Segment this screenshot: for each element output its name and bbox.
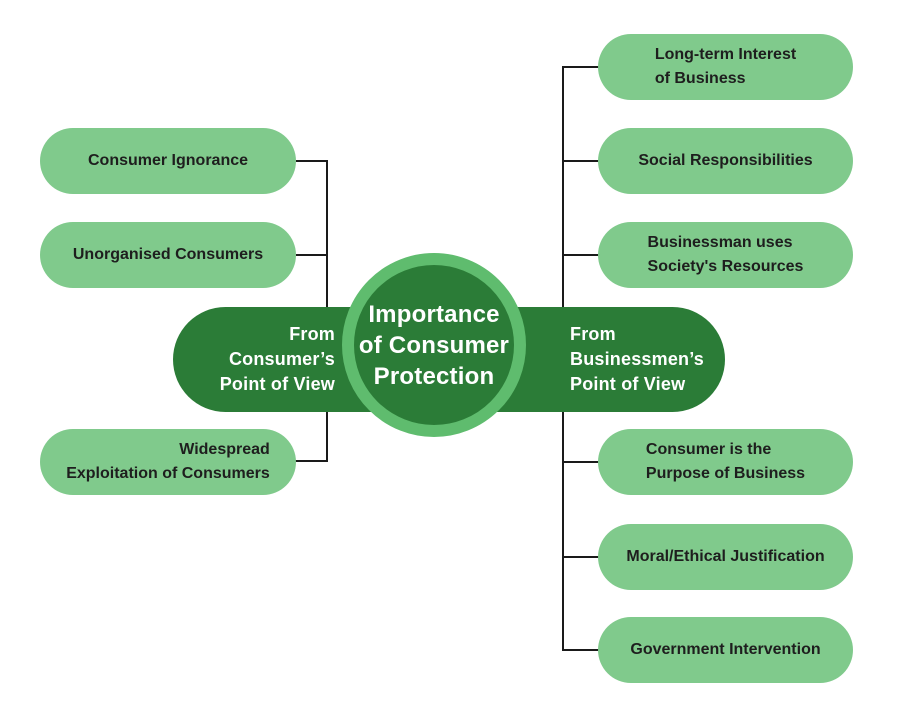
branch-label-line: From xyxy=(570,324,616,344)
pill-label-line: Consumer is the xyxy=(645,441,772,458)
pill-label: Social Responsibilities xyxy=(638,149,812,173)
topic-pill-consumer-ignorance: Consumer Ignorance xyxy=(40,128,296,194)
pill-label-line: Social Responsibilities xyxy=(638,152,813,169)
topic-pill-consumer-purpose: Consumer is the Purpose of Business xyxy=(598,429,853,495)
right-branch-label: From Businessmen’s Point of View xyxy=(570,307,728,412)
topic-pill-government-intervention: Government Intervention xyxy=(598,617,853,683)
connector-line xyxy=(564,461,600,463)
pill-label: Government Intervention xyxy=(630,638,820,662)
pill-label-line: Widespread xyxy=(179,441,270,458)
pill-label-line: Businessman uses xyxy=(647,234,793,251)
pill-label: Long-term Interest of Business xyxy=(655,43,796,91)
pill-label-line: Exploitation of Consumers xyxy=(66,465,270,482)
pill-label-line: Moral/Ethical Justification xyxy=(626,548,825,565)
pill-label: Businessman uses Society's Resources xyxy=(648,231,804,279)
connector-line xyxy=(564,649,600,651)
branch-label-line: Point of View xyxy=(219,374,335,394)
pill-label-line: Long-term Interest xyxy=(654,46,797,63)
pill-label-line: Unorganised Consumers xyxy=(72,246,264,263)
topic-pill-widespread-exploitation: Widespread Exploitation of Consumers xyxy=(40,429,296,495)
diagram-title: Importance of Consumer Protection xyxy=(359,299,509,392)
pill-label-line: Purpose of Business xyxy=(645,465,806,482)
title-line: Importance xyxy=(368,300,500,328)
branch-label-line: Consumer’s xyxy=(228,349,335,369)
topic-pill-unorganised-consumers: Unorganised Consumers xyxy=(40,222,296,288)
connector-line xyxy=(290,460,328,462)
pill-label: Widespread Exploitation of Consumers xyxy=(66,438,270,486)
branch-label-line: Businessmen’s xyxy=(570,349,704,369)
title-line: of Consumer xyxy=(358,331,510,359)
pill-label: Consumer Ignorance xyxy=(88,149,248,173)
pill-label: Consumer is the Purpose of Business xyxy=(646,438,805,486)
topic-pill-long-term-interest: Long-term Interest of Business xyxy=(598,34,853,100)
connector-line xyxy=(564,254,600,256)
center-node: Importance of Consumer Protection xyxy=(342,253,526,437)
title-line: Protection xyxy=(373,362,495,390)
connector-line xyxy=(296,254,328,256)
connector-line xyxy=(564,160,600,162)
connector-line xyxy=(564,66,600,68)
pill-label-line: Society's Resources xyxy=(647,258,804,275)
topic-pill-moral-ethical: Moral/Ethical Justification xyxy=(598,524,853,590)
connector-line xyxy=(564,556,600,558)
branch-label-line: From xyxy=(289,324,335,344)
pill-label-line: of Business xyxy=(654,70,746,87)
left-branch-label: From Consumer’s Point of View xyxy=(173,307,335,412)
topic-pill-businessman-uses-resources: Businessman uses Society's Resources xyxy=(598,222,853,288)
branch-label-line: Point of View xyxy=(570,374,686,394)
pill-label: Moral/Ethical Justification xyxy=(626,545,824,569)
connector-line xyxy=(296,160,328,162)
topic-pill-social-responsibilities: Social Responsibilities xyxy=(598,128,853,194)
pill-label-line: Government Intervention xyxy=(630,641,821,658)
pill-label: Unorganised Consumers xyxy=(73,243,263,267)
pill-label-line: Consumer Ignorance xyxy=(87,152,249,169)
